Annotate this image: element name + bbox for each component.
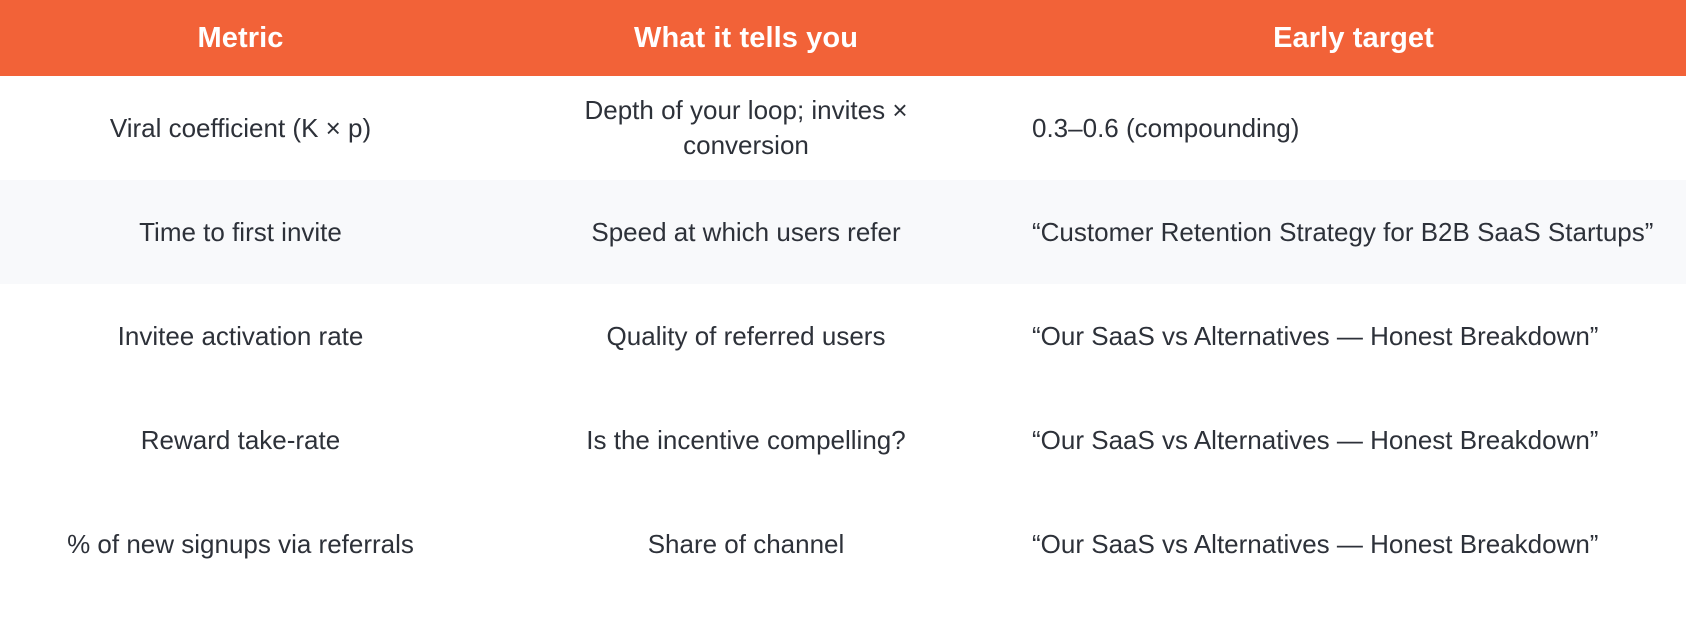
column-header-what-it-tells-you: What it tells you <box>633 21 859 54</box>
table-header: Metric What it tells you Early target <box>0 0 1686 76</box>
cell-early-target: “Our SaaS vs Alternatives — Honest Break… <box>1032 528 1599 559</box>
cell-metric: Time to first invite <box>139 216 342 247</box>
cell-what-it-tells-you: Is the incentive compelling? <box>586 424 906 455</box>
column-header-metric: Metric <box>197 21 284 54</box>
column-header-early-target: Early target <box>1273 21 1434 54</box>
table-body: Viral coefficient (K × p) Depth of your … <box>0 76 1686 596</box>
cell-early-target: 0.3–0.6 (compounding) <box>1032 112 1300 143</box>
cell-metric: % of new signups via referrals <box>67 528 414 559</box>
table-header-row: Metric What it tells you Early target <box>0 0 1686 76</box>
table-row: Viral coefficient (K × p) Depth of your … <box>0 76 1686 180</box>
table-row: Time to first invite Speed at which user… <box>0 180 1686 284</box>
cell-what-it-tells-you: Speed at which users refer <box>591 216 901 247</box>
table-row: Reward take-rate Is the incentive compel… <box>0 388 1686 492</box>
cell-early-target: “Our SaaS vs Alternatives — Honest Break… <box>1032 424 1599 455</box>
cell-early-target: “Our SaaS vs Alternatives — Honest Break… <box>1032 320 1599 351</box>
cell-what-it-tells-you: Depth of your loop; invites × conversion <box>584 95 908 160</box>
cell-metric: Viral coefficient (K × p) <box>109 112 372 143</box>
cell-what-it-tells-you: Quality of referred users <box>606 320 886 351</box>
metrics-table: Metric What it tells you Early target Vi… <box>0 0 1686 596</box>
cell-early-target: “Customer Retention Strategy for B2B Saa… <box>1032 216 1654 247</box>
cell-what-it-tells-you: Share of channel <box>647 528 845 559</box>
table-row: Invitee activation rate Quality of refer… <box>0 284 1686 388</box>
table-row: % of new signups via referrals Share of … <box>0 492 1686 596</box>
cell-metric: Invitee activation rate <box>117 320 364 351</box>
cell-metric: Reward take-rate <box>140 424 341 455</box>
